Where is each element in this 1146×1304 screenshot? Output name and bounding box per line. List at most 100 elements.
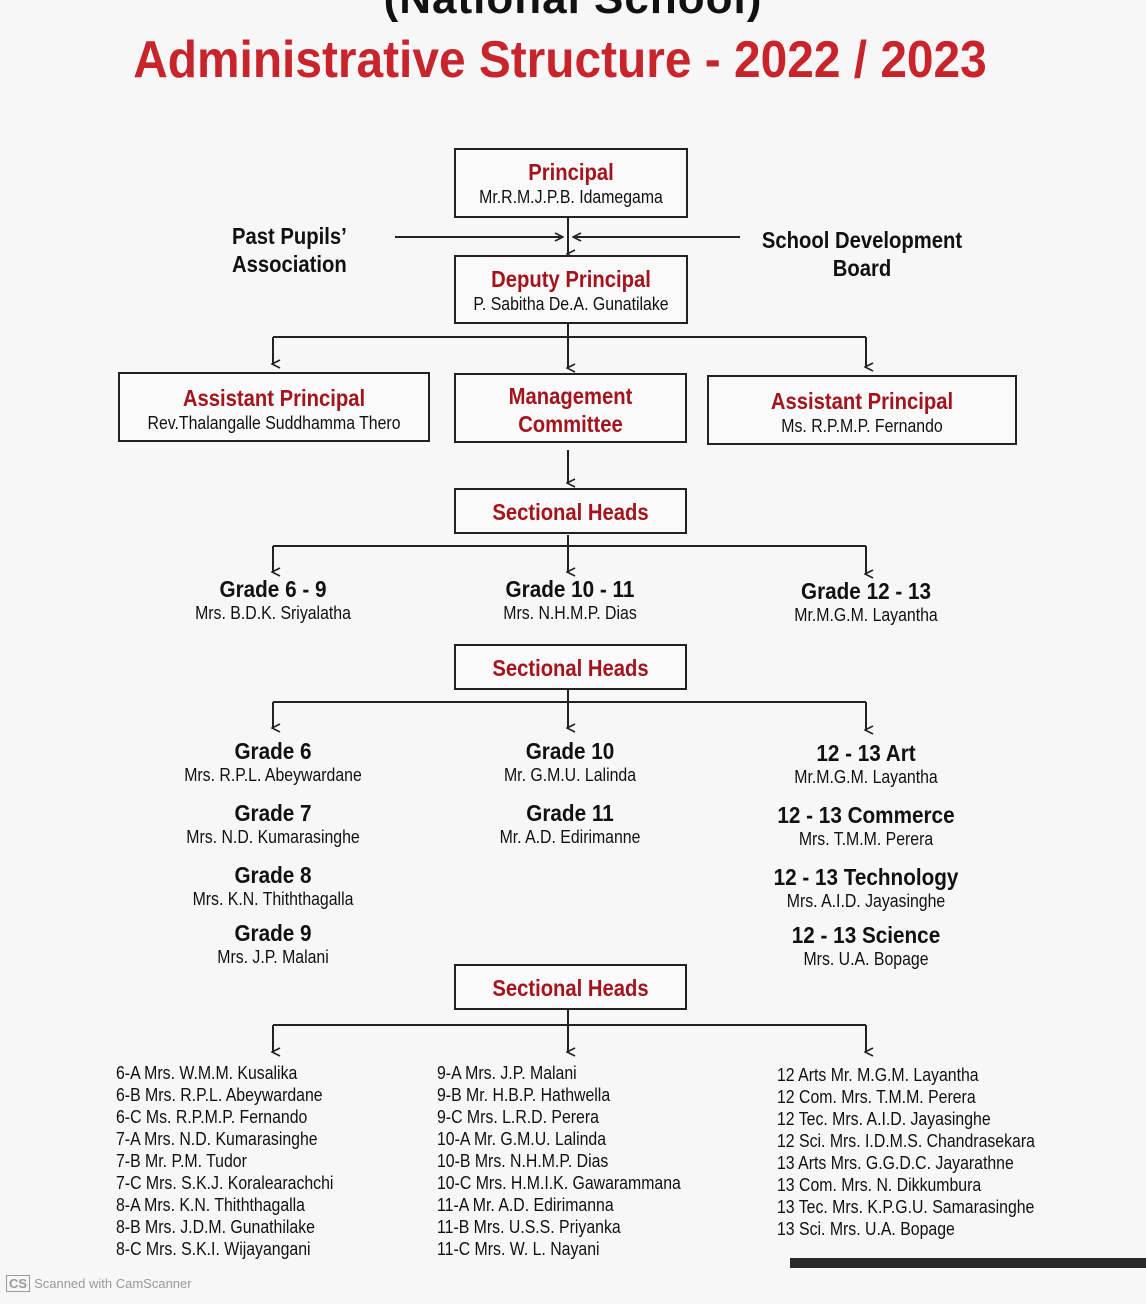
sdb-label: School Development Board [756,226,967,282]
past-pupils-label: Past Pupils’ Association [232,222,373,278]
sectional-heads-box-3: Sectional Heads [454,964,687,1010]
sdb-line1: School Development [761,227,963,253]
grade-group-title: Grade 6 - 9 [219,576,327,602]
grade-group-name: Mrs. B.D.K. Sriyalatha [195,603,351,623]
grade-entry: Grade 11 Mr. A.D. Edirimanne [428,800,712,848]
list-item: 13 Tec. Mrs. K.P.G.U. Samarasinghe [777,1197,1035,1217]
grade-title: Grade 11 [526,800,614,826]
list-item: 10-B Mrs. N.H.M.P. Dias [437,1151,609,1171]
grade-name: Mr. G.M.U. Lalinda [503,765,637,785]
past-pupils-line2: Association [232,251,347,277]
class-list-mid: 9-A Mrs. J.P. Malani 9-B Mr. H.B.P. Hath… [437,1062,681,1260]
mgmt-line2: Committee [518,411,623,437]
list-item: 11-A Mr. A.D. Edirimanna [437,1195,614,1215]
grade-entry: 12 - 13 Commerce Mrs. T.M.M. Perera [716,802,1016,864]
sdb-line2: Board [832,255,892,281]
class-list-left: 6-A Mrs. W.M.M. Kusalika 6-B Mrs. R.P.L.… [116,1062,333,1260]
list-item: 7-B Mr. P.M. Tudor [116,1151,247,1171]
list-item: 12 Sci. Mrs. I.D.M.S. Chandrasekara [777,1131,1035,1151]
principal-box: Principal Mr.R.M.J.P.B. Idamegama [454,148,688,218]
grade-group-name: Mr.M.G.M. Layantha [794,605,938,625]
list-item: 9-C Mrs. L.R.D. Perera [437,1107,599,1127]
grade-title: Grade 7 [234,800,312,826]
mgmt-line1: Management [508,383,633,409]
grade-title: 12 - 13 Art [816,740,916,766]
list-item: 13 Com. Mrs. N. Dikkumbura [777,1175,982,1195]
deputy-name: P. Sabitha De.A. Gunatilake [473,294,669,314]
grade-title: 12 - 13 Science [791,922,941,948]
list-item: 6-C Ms. R.P.M.P. Fernando [116,1107,308,1127]
grade-title: 12 - 13 Commerce [777,802,955,828]
grade-entry: Grade 7 Mrs. N.D. Kumarasinghe [133,800,413,862]
grade-entry: 12 - 13 Art Mr.M.G.M. Layantha [716,740,1016,802]
list-item: 6-A Mrs. W.M.M. Kusalika [116,1063,298,1083]
list-item: 8-A Mrs. K.N. Thiththagalla [116,1195,305,1215]
grade-name: Mrs. J.P. Malani [217,947,329,967]
sectional-heads-box-2: Sectional Heads [454,644,687,690]
ap-left-title: Assistant Principal [182,385,366,411]
grade-column-left: Grade 6 Mrs. R.P.L. Abeywardane Grade 7 … [133,738,413,968]
list-item: 13 Arts Mrs. G.G.D.C. Jayarathne [777,1153,1014,1173]
management-committee-box: Management Committee [454,373,687,443]
list-item: 12 Arts Mr. M.G.M. Layantha [777,1065,979,1085]
grade-name: Mrs. U.A. Bopage [803,949,929,969]
class-list-right: 12 Arts Mr. M.G.M. Layantha 12 Com. Mrs.… [777,1064,1035,1240]
past-pupils-line1: Past Pupils’ [232,223,347,249]
list-item: 8-B Mrs. J.D.M. Gunathilake [116,1217,315,1237]
assistant-principal-left-box: Assistant Principal Rev.Thalangalle Sudd… [118,372,430,442]
principal-name: Mr.R.M.J.P.B. Idamegama [479,187,663,207]
list-item: 12 Com. Mrs. T.M.M. Perera [777,1087,976,1107]
list-item: 7-C Mrs. S.K.J. Koralearachchi [116,1173,334,1193]
deputy-title: Deputy Principal [491,266,651,292]
list-item: 7-A Mrs. N.D. Kumarasinghe [116,1129,318,1149]
grade-name: Mrs. N.D. Kumarasinghe [186,827,360,847]
ap-right-name: Ms. R.P.M.P. Fernando [781,416,943,436]
grade-column-right: 12 - 13 Art Mr.M.G.M. Layantha 12 - 13 C… [716,740,1016,970]
header-cut-text: (National School) [0,0,1146,24]
page-title: Administrative Structure - 2022 / 2023 [133,31,987,89]
sectional-heads-box-1: Sectional Heads [454,488,687,534]
grade-title: Grade 9 [234,920,312,946]
grade-entry: Grade 6 Mrs. R.P.L. Abeywardane [133,738,413,800]
list-item: 9-B Mr. H.B.P. Hathwella [437,1085,611,1105]
ap-right-title: Assistant Principal [770,388,954,414]
deputy-principal-box: Deputy Principal P. Sabitha De.A. Gunati… [454,255,688,324]
grade-name: Mrs. A.I.D. Jayasinghe [786,891,946,911]
grade-column-mid: Grade 10 Mr. G.M.U. Lalinda Grade 11 Mr.… [428,738,712,848]
grade-entry: 12 - 13 Science Mrs. U.A. Bopage [716,922,1016,970]
grade-title: Grade 6 [234,738,312,764]
scan-edge-strip [790,1258,1146,1268]
list-item: 6-B Mrs. R.P.L. Abeywardane [116,1085,323,1105]
grade-group-12-13: Grade 12 - 13 Mr.M.G.M. Layantha [726,578,1006,626]
grade-group-title: Grade 10 - 11 [505,576,635,602]
list-item: 11-C Mrs. W. L. Nayani [437,1239,600,1259]
grade-name: Mrs. R.P.L. Abeywardane [184,765,362,785]
list-item: 13 Sci. Mrs. U.A. Bopage [777,1219,955,1239]
list-item: 12 Tec. Mrs. A.I.D. Jayasinghe [777,1109,991,1129]
sectional-heads-2-label: Sectional Heads [492,655,649,681]
sectional-heads-1-label: Sectional Heads [492,499,649,525]
camscanner-logo-icon: CS [6,1275,31,1292]
list-item: 10-C Mrs. H.M.I.K. Gawarammana [437,1173,681,1193]
grade-entry: Grade 8 Mrs. K.N. Thiththagalla [133,862,413,920]
assistant-principal-right-box: Assistant Principal Ms. R.P.M.P. Fernand… [707,375,1017,445]
list-item: 11-B Mrs. U.S.S. Priyanka [437,1217,621,1237]
ap-left-name: Rev.Thalangalle Suddhamma Thero [147,413,401,433]
list-item: 9-A Mrs. J.P. Malani [437,1063,577,1083]
grade-entry: 12 - 13 Technology Mrs. A.I.D. Jayasingh… [716,864,1016,922]
grade-title: Grade 10 [525,738,615,764]
grade-name: Mrs. T.M.M. Perera [798,829,934,849]
grade-name: Mrs. K.N. Thiththagalla [192,889,354,909]
sectional-heads-3-label: Sectional Heads [492,975,649,1001]
grade-name: Mr.M.G.M. Layantha [794,767,938,787]
grade-group-10-11: Grade 10 - 11 Mrs. N.H.M.P. Dias [428,576,712,624]
grade-group-title: Grade 12 - 13 [800,578,932,604]
list-item: 8-C Mrs. S.K.I. Wijayangani [116,1239,311,1259]
grade-title: 12 - 13 Technology [773,864,959,890]
scanner-text: Scanned with CamScanner [34,1276,192,1291]
grade-group-name: Mrs. N.H.M.P. Dias [503,603,637,623]
grade-entry: Grade 10 Mr. G.M.U. Lalinda [428,738,712,800]
principal-title: Principal [528,159,614,185]
